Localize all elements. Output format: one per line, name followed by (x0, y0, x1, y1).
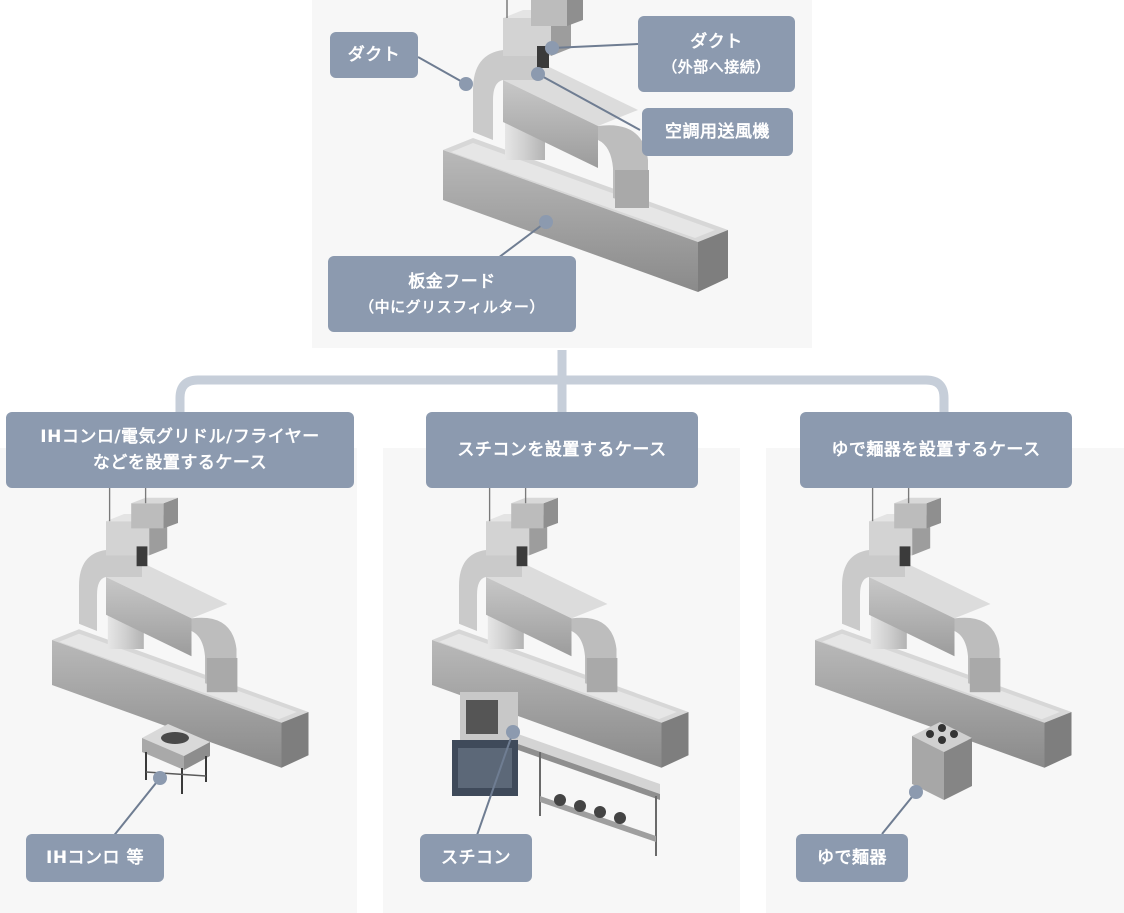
case1-hood-assembly (51, 481, 310, 769)
tree-connector (175, 350, 949, 412)
duct-label: ダクト (330, 32, 418, 78)
noodle-boiler-illustration (912, 722, 972, 800)
ih-stove-label: IHコンロ 等 (26, 834, 164, 882)
duct-external-label: ダクト （外部へ接続） (638, 16, 795, 92)
hood-label: 板金フード （中にグリスフィルター） (328, 256, 576, 332)
case2-title: スチコンを設置するケース (426, 412, 698, 488)
noodle-boiler-label: ゆで麺器 (796, 834, 908, 882)
case3-title: ゆで麺器を設置するケース (800, 412, 1072, 488)
fan-label: 空調用送風機 (642, 108, 793, 156)
combi-oven-label: スチコン (420, 834, 532, 882)
combi-oven-illustration (452, 692, 660, 856)
leader-lines (111, 41, 923, 839)
case1-title: IHコンロ/電気グリドル/フライヤー などを設置するケース (6, 412, 354, 488)
